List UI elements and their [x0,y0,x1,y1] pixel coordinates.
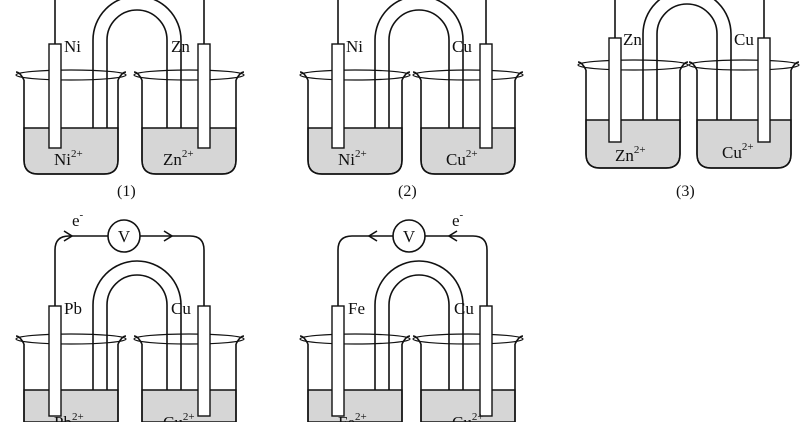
voltmeter [107,219,141,253]
ion-label-right: Cu2+ [446,148,478,169]
electrode-label-right: Cu [171,299,191,318]
ion-label-left: Ni2+ [338,148,367,169]
cell-3: Zn Cu Zn2+ Cu2+ (3) [577,0,800,200]
caption: (1) [117,183,136,200]
ion-label-right: Cu2+ [722,141,754,162]
electrode-label-left: Fe [348,299,365,318]
ion-label-left: Ni2+ [54,148,83,169]
electrode-right [197,43,211,149]
beaker-left [299,333,411,422]
electrode-right [479,43,493,149]
external-circuit: V e- [337,209,488,306]
electrode-label-left: Ni [64,37,81,56]
electrode-left [608,37,622,143]
cell-5: V e- Fe Cu Fe2+ Cu2+ [299,209,524,422]
cell-4: V e- Pb Cu Pb2+ Cu2+ [15,209,245,422]
electron-label: e- [72,209,84,230]
salt-bridge [92,0,182,140]
arrow-right [447,230,458,242]
external-circuit: V e- [54,209,205,306]
cell-1: Ni Zn Ni2+ Zn2+ (1) [15,0,245,200]
ion-label-left: Zn2+ [615,144,646,165]
electrode-right [479,305,493,417]
ion-label-right: Zn2+ [163,148,194,169]
beaker-left [15,333,127,422]
electrode-left [48,43,62,149]
electrode-left [331,305,345,417]
electrode-label-right: Cu [734,30,754,49]
ion-label-left: Pb2+ [54,411,84,422]
electrode-right [197,305,211,417]
beaker-right [412,333,524,422]
voltmeter [392,219,426,253]
voltmeter-label: V [118,227,131,246]
ion-label-left: Fe2+ [338,411,367,422]
caption: (2) [398,183,417,200]
electrode-label-right: Cu [452,37,472,56]
cell-2: Ni Cu Ni2+ Cu2+ (2) [299,0,524,200]
salt-bridge [92,260,182,405]
arrow-right [163,230,174,242]
electrode-label-left: Zn [623,30,642,49]
salt-bridge [374,260,464,405]
salt-bridge [642,0,732,132]
electrode-label-left: Ni [346,37,363,56]
arrow-left [63,230,74,242]
ion-label-right: Cu2+ [452,411,484,422]
ion-label-right: Cu2+ [163,411,195,422]
voltmeter-label: V [403,227,416,246]
electrode-label-right: Cu [454,299,474,318]
beaker-right [133,69,245,175]
electrode-label-right: Zn [171,37,190,56]
electrode-right [757,37,771,143]
electrode-left [331,43,345,149]
arrow-left [367,230,378,242]
caption: (3) [676,183,695,200]
electron-label: e- [452,209,464,230]
electrode-label-left: Pb [64,299,82,318]
beaker-left [15,69,127,175]
salt-bridge [374,0,464,140]
electrode-left [48,305,62,417]
beaker-right [133,333,245,422]
